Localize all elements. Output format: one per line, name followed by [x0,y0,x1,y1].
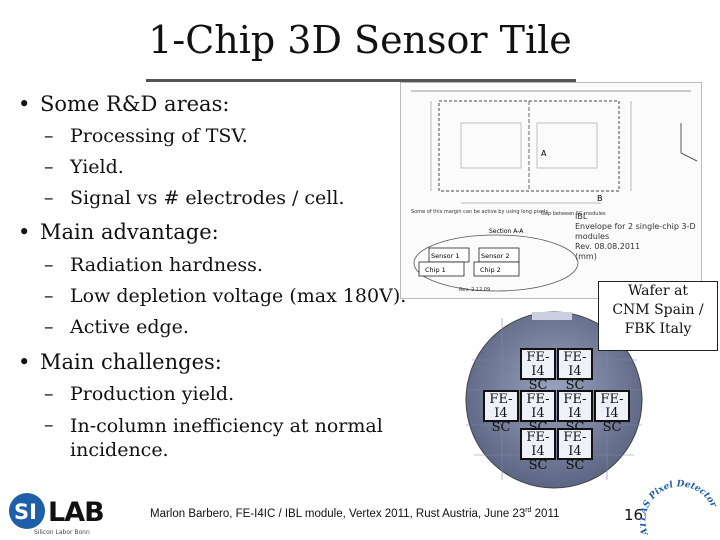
bullet-rd-areas: • Some R&D areas: [18,92,229,116]
sub-item-text: Processing of TSV. [70,125,248,147]
bullet-main-challenges: • Main challenges: [18,350,222,374]
sub-item: –Active edge. [44,316,189,338]
ibl-note-line: IBL [575,212,588,221]
sub-item-text: Signal vs # electrodes / cell. [70,187,345,209]
ibl-envelope-note: IBL Envelope for 2 single-chip 3-D modul… [575,212,720,262]
sub-item: –Processing of TSV. [44,125,248,147]
chip2-label: Chip 2 [480,266,501,274]
bullet-dot: • [18,350,31,374]
sub-item-text: Production yield. [70,383,235,405]
gap-note: Gap between SC modules [541,211,606,217]
bullet-dot: • [18,220,31,244]
sensor1-label: Sensor 1 [431,252,459,260]
slide-title: 1-Chip 3D Sensor Tile [148,18,572,62]
bullet-main-advantage: • Main advantage: [18,220,219,244]
svg-text:LAB: LAB [48,497,104,528]
sub-item-text: Low depletion voltage (max 180V). [70,285,407,307]
label-a: A [541,149,547,158]
ibl-note-line: (mm) [575,252,597,261]
bullet-label: Some R&D areas: [40,92,230,116]
sub-item: –Signal vs # electrodes / cell. [44,187,345,209]
margin-note: Some of this margin can be active by usi… [411,209,548,215]
slide-footer: Marlon Barbero, FE-I4IC / IBL module, Ve… [150,507,559,520]
sub-item: –Production yield. [44,383,235,405]
atlas-pixel-seal: ATLAS Pixel Detector Collaboration [640,468,719,537]
title-divider [146,79,576,82]
ibl-note-line: Envelope for 2 single-chip 3-D modules [575,222,696,241]
footer-year: 2011 [531,507,560,520]
silab-subtitle: Silicon Labor Bonn [34,529,90,536]
wafer-caption-line: FBK Italy [624,321,692,337]
bullet-label: Main challenges: [40,350,222,374]
sub-item-text: Active edge. [70,316,189,338]
sensor2-label: Sensor 2 [481,252,509,260]
chip1-label: Chip 1 [425,266,446,274]
sub-item: –Low depletion voltage (max 180V). [44,285,407,307]
bullet-dot: • [18,92,31,116]
svg-text:SI: SI [14,500,37,524]
sub-item: –Yield. [44,156,124,178]
module-drawing: A B Some of this margin can be active by… [400,82,702,299]
sub-item-text: Yield. [70,156,124,178]
sub-item-text: In-column inefficiency at normal inciden… [70,415,383,461]
wafer-caption-box: Wafer at CNM Spain / FBK Italy [598,281,718,351]
ibl-note-line: Rev. 08.08.2011 [575,242,641,251]
silab-logo: SI LAB [9,493,105,529]
section-label: Section A-A [489,228,524,235]
sub-item-text: Radiation hardness. [70,254,263,276]
label-b: B [597,194,603,203]
sub-item: –In-column inefficiency at normal incide… [44,414,400,462]
footer-text: Marlon Barbero, FE-I4IC / IBL module, Ve… [150,507,526,520]
svg-text:ATLAS Pixel Detector Collabora: ATLAS Pixel Detector Collaboration [640,468,719,537]
rev-small: Rev. 2.12.09 [459,287,490,293]
page-number: 16 [624,506,644,524]
wafer-caption-line: CNM Spain / [612,302,704,318]
wafer-caption-line: Wafer at [627,283,689,299]
bullet-label: Main advantage: [40,220,219,244]
footer-sup: rd [525,507,532,514]
sub-item: –Radiation hardness. [44,254,263,276]
